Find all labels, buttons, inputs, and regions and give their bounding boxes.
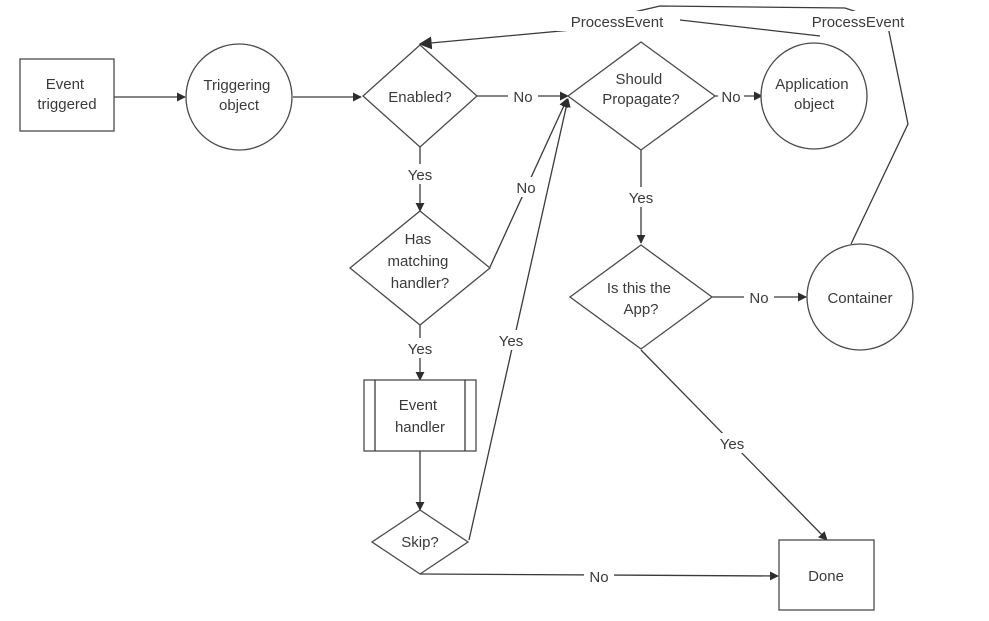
label-handler-yes: Yes	[408, 341, 432, 358]
node-done-text: Done	[808, 568, 844, 585]
label-app-no: No	[749, 290, 768, 307]
node-event-handler-line-1: Event	[399, 397, 438, 414]
node-event-handler-line-2: handler	[395, 419, 445, 436]
node-should-propagate-line-1: Should	[616, 71, 663, 88]
edge-skip-yes	[468, 98, 571, 541]
node-triggering-object-line-1: Triggering	[203, 77, 270, 94]
node-should-propagate-decision: Should Propagate?	[566, 41, 717, 151]
node-event-triggered-line-1: Event	[46, 76, 85, 93]
label-skip-yes: Yes	[499, 333, 523, 350]
edge-labels: No No Yes No Yes Yes Yes No Yes No Proce…	[402, 11, 918, 586]
node-has-matching-handler-decision: Has matching handler?	[348, 210, 492, 326]
node-skip-text: Skip?	[401, 534, 439, 551]
node-container-text: Container	[827, 290, 892, 307]
label-enabled-no: No	[513, 89, 532, 106]
node-is-this-the-app-decision: Is this the App?	[568, 244, 714, 350]
label-process-event-2: ProcessEvent	[812, 14, 905, 31]
node-triggering-object: Triggering object	[185, 43, 293, 151]
svg-text:Triggering object: Triggering object	[203, 77, 274, 114]
label-app-yes: Yes	[720, 436, 744, 453]
node-event-triggered: Event triggered	[19, 58, 115, 132]
node-event-triggered-line-2: triggered	[37, 96, 96, 113]
node-container: Container	[806, 243, 914, 351]
label-process-event-1: ProcessEvent	[571, 14, 664, 31]
label-propagate-yes: Yes	[629, 190, 653, 207]
node-has-matching-handler-line-2: matching	[387, 253, 448, 270]
svg-text:Is this the App?: Is this the App?	[607, 280, 675, 318]
label-propagate-no: No	[721, 89, 740, 106]
node-triggering-object-line-2: object	[219, 97, 260, 114]
node-should-propagate-line-2: Propagate?	[602, 91, 680, 108]
node-has-matching-handler-line-1: Has	[405, 231, 432, 248]
svg-text:Should Propagate?: Should Propagate?	[602, 71, 680, 108]
svg-text:Application object: Application object	[775, 76, 853, 113]
label-handler-no: No	[516, 180, 535, 197]
node-enabled-text: Enabled?	[388, 89, 451, 106]
nodes: Event triggered Triggering object Enable…	[19, 41, 914, 611]
node-application-object-line-2: object	[794, 96, 835, 113]
svg-text:Event triggered: Event triggered	[37, 76, 96, 113]
node-enabled-decision: Enabled?	[362, 44, 478, 148]
svg-text:Has matching h: Has matching handler?	[387, 231, 452, 292]
node-done: Done	[778, 539, 875, 611]
node-has-matching-handler-line-3: handler?	[391, 275, 449, 292]
node-skip-decision: Skip?	[370, 509, 470, 575]
node-is-this-the-app-line-1: Is this the	[607, 280, 671, 297]
node-application-object: Application object	[760, 42, 868, 150]
node-is-this-the-app-line-2: App?	[623, 301, 658, 318]
label-skip-no: No	[589, 569, 608, 586]
node-event-handler: Event handler	[363, 379, 477, 452]
svg-text:Event handler: Event handler	[395, 397, 445, 436]
label-enabled-yes: Yes	[408, 167, 432, 184]
node-application-object-line-1: Application	[775, 76, 848, 93]
